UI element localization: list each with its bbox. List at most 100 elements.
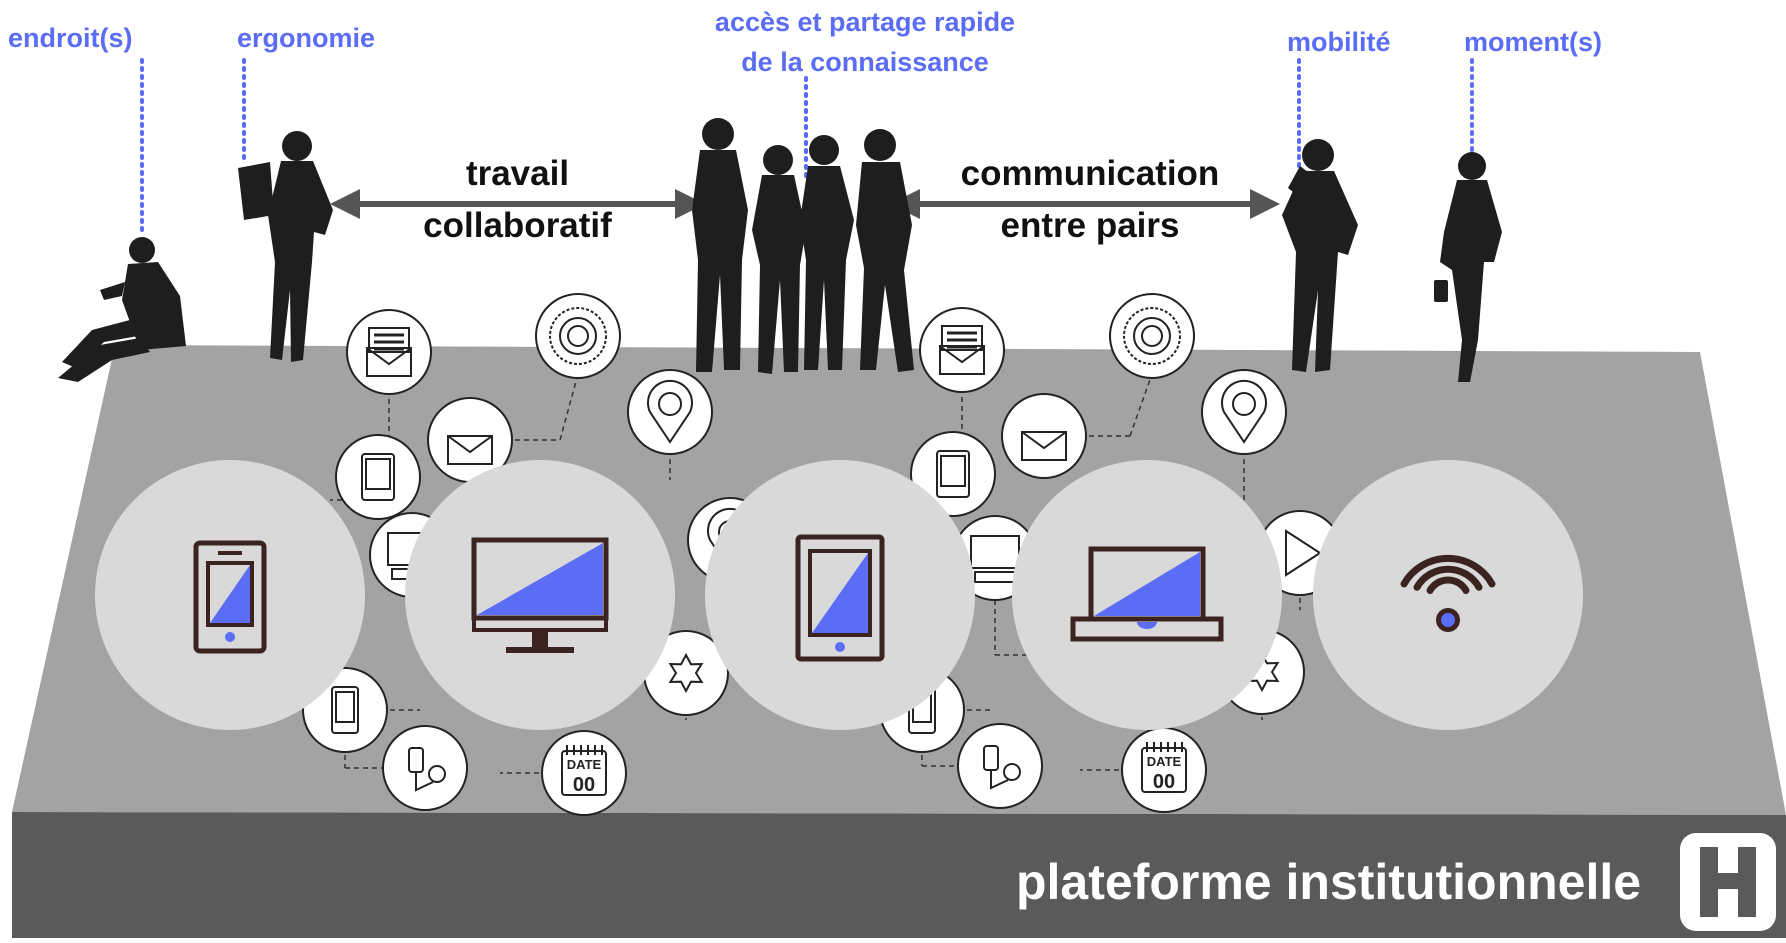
label-moments: moment(s) [1464, 27, 1603, 57]
monitor-screen-fill [477, 543, 603, 615]
envelope-flap [939, 345, 985, 364]
gear-mid [1133, 317, 1171, 355]
arrow-label-entre-pairs: entre pairs [1000, 206, 1180, 245]
gear-inner [1141, 325, 1163, 347]
desktop-monitor-icon [405, 460, 675, 730]
icon-node-circle [1109, 293, 1195, 379]
tablet-small-icon [335, 434, 421, 520]
location-pin-icon [627, 369, 713, 455]
phone-screen-fill [210, 565, 250, 623]
gear-outer [549, 307, 607, 365]
gear-inner [567, 325, 589, 347]
phone-screen [206, 561, 254, 627]
envelope-body [366, 347, 412, 377]
calendar-frame [1141, 747, 1187, 793]
label-mobilite: mobilité [1287, 27, 1391, 57]
usb-cord [415, 772, 434, 792]
calendar-number: 00 [573, 774, 595, 796]
settings-gear-icon [1109, 293, 1195, 379]
device-screen [940, 455, 966, 487]
dashed-link [1129, 373, 1153, 437]
device-frame [331, 686, 359, 734]
usb-key-icon [382, 725, 468, 811]
location-pin-icon [1201, 369, 1287, 455]
icon-node-circle [535, 293, 621, 379]
arrow-label-collaboratif: collaboratif [423, 206, 612, 245]
envelope-body [447, 435, 493, 465]
icon-node-circle [382, 725, 468, 811]
icon-node-circle [957, 723, 1043, 809]
wifi-arc-3 [1426, 576, 1470, 594]
monitor-base [506, 647, 574, 653]
icon-node-circle [910, 431, 996, 517]
envelope-flap [447, 435, 493, 454]
device-circles [95, 460, 1583, 730]
gear-mid [559, 317, 597, 355]
monitor-frame [970, 535, 1020, 569]
envelope-icon [1001, 393, 1087, 479]
envelope-flap [366, 347, 412, 366]
smartphone-icon [95, 460, 365, 730]
document-icon [346, 309, 432, 395]
label-acces-line2: de la connaissance [741, 47, 989, 77]
usb-ring [1003, 763, 1021, 781]
label-endroits: endroit(s) [8, 23, 133, 53]
envelope-body [1021, 431, 1067, 461]
wifi-arc-1 [1400, 554, 1496, 588]
institution-logo [1680, 833, 1776, 931]
wifi-arc-2 [1413, 565, 1483, 591]
label-acces-line1: accès et partage rapide [714, 7, 1016, 37]
pin-hole [1232, 392, 1256, 416]
tablet-screen [808, 549, 872, 637]
icon-node-circle [1001, 393, 1087, 479]
pin-shape [647, 379, 693, 444]
device-frame [361, 453, 395, 501]
calendar-icon: DATE 00 [541, 730, 627, 816]
wifi-icon [1313, 460, 1583, 730]
tablet-frame [795, 534, 885, 662]
pin-shape [1221, 379, 1267, 444]
icon-node-circle [335, 434, 421, 520]
logo-h-icon [1700, 847, 1756, 917]
woman-briefcase-silhouette [1434, 152, 1502, 382]
device-frame [936, 450, 970, 498]
icon-node-circle [1201, 369, 1287, 455]
document-sheet [941, 325, 983, 351]
gear-outer [1123, 307, 1181, 365]
man-phone-silhouette [1282, 139, 1358, 372]
tablet-screen-fill [812, 553, 868, 633]
label-ergonomie: ergonomie [237, 23, 376, 53]
arrow-label-travail: travail [465, 154, 570, 193]
wifi-dot [1441, 613, 1455, 627]
device-circle [1313, 460, 1583, 730]
usb-cord [990, 770, 1009, 790]
tablet-small-icon [910, 431, 996, 517]
calendar-frame [561, 750, 607, 796]
phone-frame [193, 540, 267, 654]
arrow-label-communication: communication [960, 154, 1220, 193]
usb-key-icon [957, 723, 1043, 809]
calendar-number: 00 [1153, 771, 1175, 793]
dashed-link [559, 373, 579, 441]
play-triangle [1285, 529, 1322, 577]
envelope-body [939, 345, 985, 375]
device-screen [335, 691, 355, 723]
usb-ring [428, 765, 446, 783]
platform-title: plateforme institutionnelle [1016, 854, 1642, 910]
label-guides [140, 58, 1474, 232]
document-icon [919, 307, 1005, 393]
sitting-person-silhouette [58, 237, 186, 382]
pin-hole [658, 392, 682, 416]
laptop-screen-fill [1094, 552, 1200, 616]
settings-gear-icon [535, 293, 621, 379]
calendar-date-label: DATE [567, 757, 602, 772]
envelope-flap [1021, 431, 1067, 450]
icon-node-circle [627, 369, 713, 455]
people-silhouettes [58, 118, 1502, 382]
monitor-neck [532, 630, 548, 648]
phone-button [225, 632, 235, 642]
